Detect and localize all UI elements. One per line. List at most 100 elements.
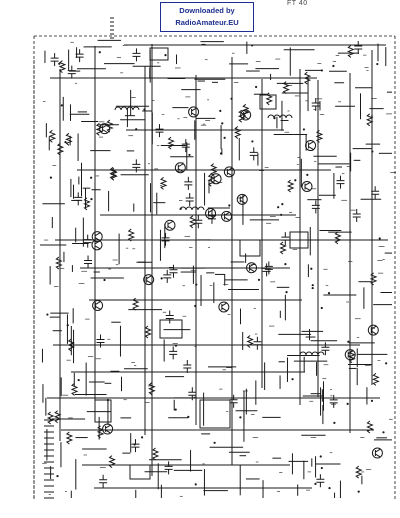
junction-dot (281, 202, 284, 206)
junction-dot (195, 283, 198, 286)
capacitor (181, 139, 190, 153)
junction-dot (98, 51, 101, 54)
resistor (65, 431, 74, 445)
transistor-leads (249, 263, 255, 273)
junction-dot (179, 207, 182, 210)
resistor (315, 129, 324, 143)
junction-dot (194, 304, 197, 308)
junction-dot (221, 122, 224, 125)
junction-dot (60, 104, 63, 107)
resistor (95, 122, 104, 136)
junction-dot (219, 152, 223, 155)
coil (299, 351, 325, 356)
junction-dot (311, 286, 314, 290)
resistor (365, 113, 374, 127)
junction-dot (143, 108, 146, 111)
coil (179, 206, 205, 211)
junction-dot (357, 490, 360, 493)
junction-dot (228, 204, 231, 207)
junction-dot (328, 486, 331, 490)
transistor (246, 262, 258, 274)
junction-dot (385, 362, 388, 365)
transistor-leads (221, 302, 228, 312)
resistor (354, 465, 363, 479)
capacitor (169, 264, 178, 278)
junction-dot (333, 421, 336, 424)
resistor (279, 241, 287, 255)
resistor (106, 119, 114, 133)
resistor (54, 256, 63, 270)
junction-dot (223, 136, 226, 139)
resistor (207, 173, 216, 187)
junction-dot (382, 431, 385, 434)
capacitor (188, 387, 197, 401)
capacitor (74, 192, 83, 206)
schematic-boundary-dashed (33, 35, 396, 500)
resistor (346, 45, 355, 58)
junction-dot (239, 416, 242, 419)
junction-dot (257, 278, 261, 281)
capacitor (194, 215, 203, 229)
capacitor (169, 346, 178, 360)
resistor (70, 383, 79, 396)
resistor (108, 455, 116, 469)
resistor (58, 60, 67, 73)
transistor-leads (105, 424, 111, 434)
junction-dot (64, 140, 67, 144)
junction-dot (376, 62, 379, 66)
junction-dot (319, 455, 322, 458)
junction-dot (103, 278, 106, 282)
transistor (164, 219, 176, 231)
capacitor (165, 310, 174, 324)
capacitor (163, 269, 172, 283)
junction-dot (314, 482, 317, 485)
capacitor (311, 200, 320, 214)
transistor-leads (224, 211, 230, 221)
junction-dot (90, 176, 93, 179)
capacitor (75, 49, 84, 63)
watermark-line1: Downloaded by (179, 6, 235, 15)
transistor-leads (370, 325, 377, 335)
capacitor (50, 53, 59, 67)
transistor-leads (308, 141, 314, 150)
capacitor (336, 175, 345, 189)
junction-dot (320, 466, 323, 470)
resistor (237, 109, 246, 123)
junction-dot (306, 173, 309, 176)
junction-dot (302, 128, 306, 131)
transistor-leads (177, 163, 184, 173)
junction-dot (310, 267, 313, 270)
junction-dot (273, 117, 276, 120)
junction-dot (46, 313, 49, 316)
capacitor (281, 232, 290, 246)
resistor (282, 81, 290, 94)
junction-dot (140, 436, 144, 439)
transistor (99, 123, 111, 135)
resistor (286, 179, 295, 193)
transistor-leads (243, 110, 249, 120)
capacitor (354, 41, 363, 55)
junction-dot (294, 179, 297, 182)
transistor-leads (191, 107, 197, 117)
capacitor (84, 255, 93, 269)
junction-dot (66, 324, 69, 327)
resistor (96, 425, 105, 439)
resistor (372, 372, 380, 386)
junction-dot (133, 443, 136, 446)
junction-dot (320, 69, 323, 72)
capacitor (99, 474, 108, 488)
junction-dot (213, 441, 216, 444)
resistor (127, 228, 136, 242)
junction-dot (160, 277, 163, 280)
transistor (143, 274, 155, 286)
watermark-line2: RadioAmateur.EU (175, 18, 239, 27)
capacitor (253, 336, 262, 350)
capacitor (311, 98, 320, 112)
resistor (233, 126, 242, 139)
coil (267, 114, 293, 119)
junction-dot (280, 213, 283, 216)
resistor (334, 231, 342, 245)
capacitor (229, 394, 238, 408)
transistor (221, 210, 233, 222)
capacitor (249, 147, 258, 161)
